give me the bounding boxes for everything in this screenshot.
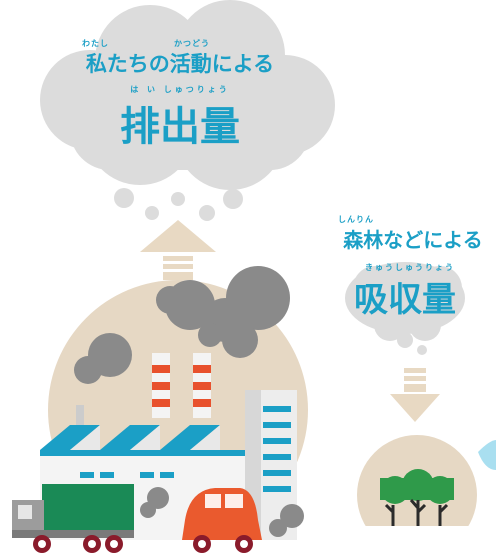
smoke-icon	[74, 266, 290, 384]
cloud-icon	[40, 0, 335, 190]
tree-icon	[380, 469, 454, 526]
arrow-up-icon	[140, 220, 216, 280]
emission-heading: 排出量	[120, 104, 240, 150]
cloud-dots	[114, 188, 243, 221]
absorption-cloud-icon	[345, 262, 465, 355]
ruby-watashi: わたし	[82, 39, 109, 48]
truck-icon	[12, 484, 169, 553]
absorption-title: 森林などによる	[343, 228, 483, 252]
ruby-haishutsuryou: は い しゅつりょう	[130, 85, 230, 94]
edge-decoration	[478, 440, 496, 470]
ruby-katsudou: かつどう	[174, 39, 210, 48]
ruby-shinrin: しんりん	[338, 215, 374, 224]
ruby-kyuushuuryou: きゅうしゅうりょう	[365, 263, 455, 272]
arrow-down-icon	[390, 368, 440, 422]
absorption-heading: 吸収量	[354, 280, 456, 320]
emission-title: 私たちの活動による	[85, 52, 275, 76]
car-icon	[182, 488, 304, 553]
